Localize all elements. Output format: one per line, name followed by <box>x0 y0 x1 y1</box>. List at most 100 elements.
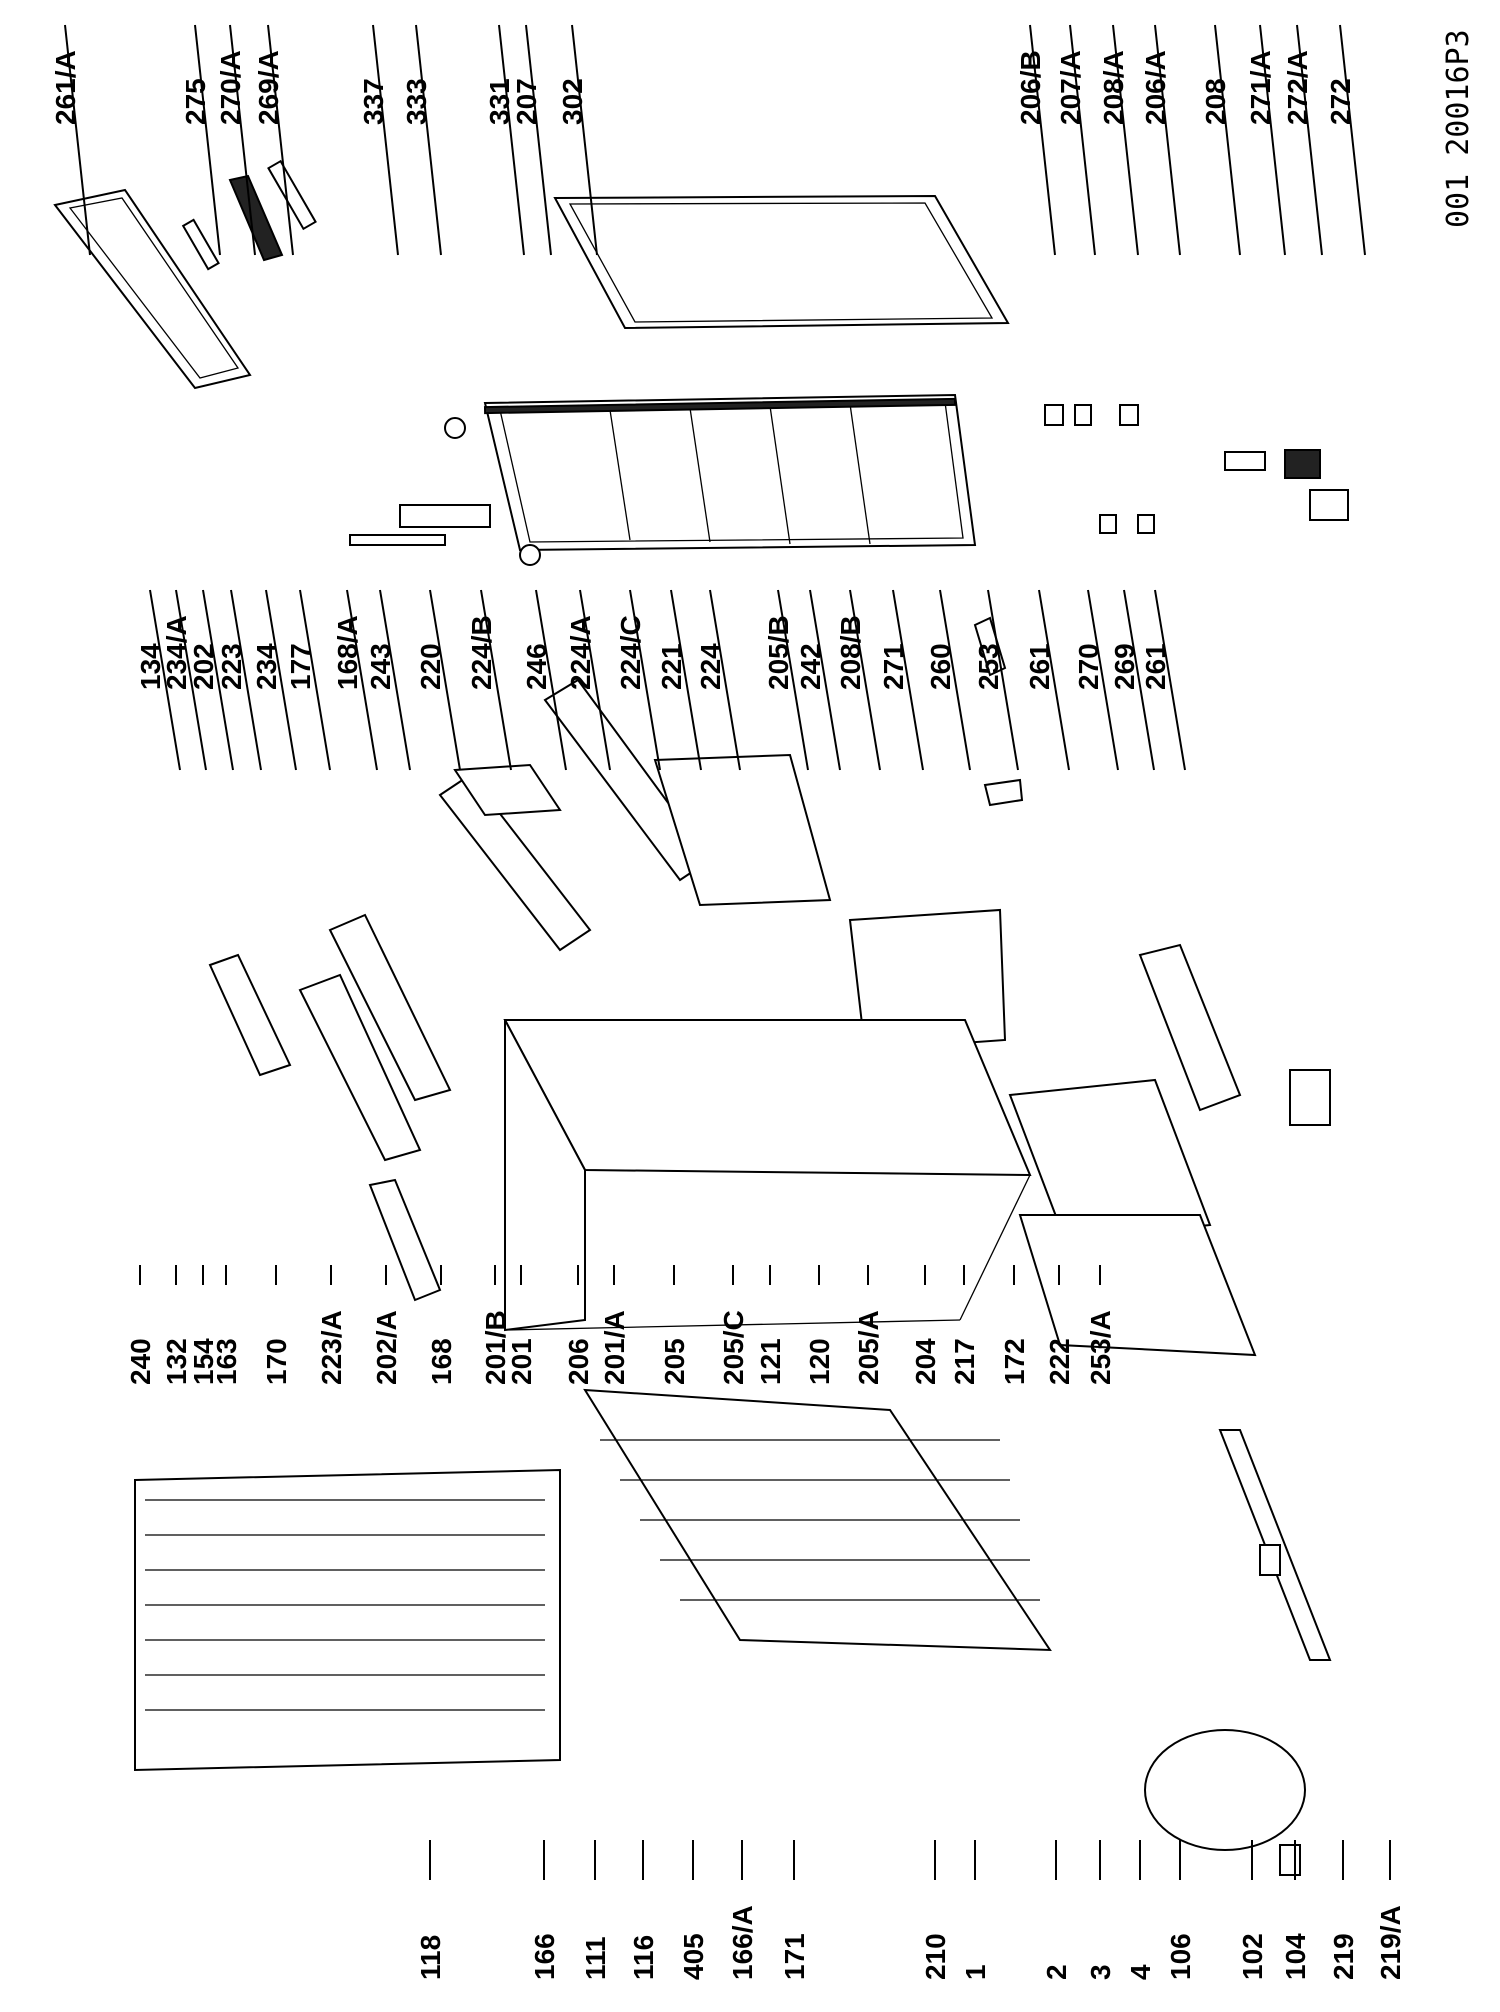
basket-parts <box>1008 943 1331 1357</box>
part-label: 177 <box>285 643 316 690</box>
leader-line <box>579 589 611 771</box>
leader-line <box>149 589 181 771</box>
leader-line <box>480 589 512 771</box>
leader-line <box>379 589 411 771</box>
part-label: 206/B <box>1015 50 1046 125</box>
drawing-code: 001 20016P3 <box>1441 29 1476 228</box>
part-label: 132 <box>161 1338 192 1385</box>
leader-line <box>194 24 221 256</box>
part-label: 208/A <box>1098 50 1129 125</box>
part-label: 163 <box>211 1338 242 1385</box>
part-label: 207 <box>511 78 542 125</box>
part-label: 275 <box>180 78 211 125</box>
part-label: 116 <box>628 1935 659 1980</box>
leader-line <box>1029 24 1056 256</box>
leader-line <box>535 589 567 771</box>
leader-line <box>939 589 971 771</box>
part-label: 234 <box>251 643 282 690</box>
part-label: 224 <box>695 643 726 690</box>
leader-line <box>525 24 552 256</box>
leader-line <box>267 24 294 256</box>
part-label: 242 <box>795 643 826 690</box>
leader-line <box>670 589 702 771</box>
part-label: 121 <box>755 1338 786 1385</box>
part-label: 217 <box>949 1338 980 1385</box>
drawer-front-part <box>53 159 317 390</box>
part-label: 405 <box>678 1933 709 1980</box>
leader-line <box>1112 24 1139 256</box>
part-label: 208 <box>1200 78 1231 125</box>
part-label: 207/A <box>1055 50 1086 125</box>
part-label: 120 <box>804 1338 835 1385</box>
part-label: 106 <box>1165 1933 1196 1980</box>
part-label: 333 <box>401 78 432 125</box>
part-label: 222 <box>1044 1338 1075 1385</box>
part-label: 202 <box>188 643 219 690</box>
part-label: 102 <box>1237 1933 1268 1980</box>
leader-line <box>1154 24 1181 256</box>
leader-line <box>1069 24 1096 256</box>
part-label: 168 <box>426 1338 457 1385</box>
part-label: 201/B <box>480 1310 511 1385</box>
leader-line <box>372 24 399 256</box>
leader-line <box>571 24 598 256</box>
hinge-parts <box>1044 404 1349 534</box>
wire-shelves-part <box>583 1388 1052 1652</box>
leader-line <box>709 589 741 771</box>
leader-line <box>777 589 809 771</box>
kickplate-and-compressor <box>1144 1429 1332 1876</box>
leader-line <box>892 589 924 771</box>
part-label: 337 <box>358 78 389 125</box>
part-label: 261 <box>1140 643 1171 690</box>
evaporator-part <box>134 1468 561 1772</box>
leader-line <box>202 589 234 771</box>
part-label: 260 <box>925 643 956 690</box>
part-label: 170 <box>261 1338 292 1385</box>
part-label: 223/A <box>316 1310 347 1385</box>
part-label: 166 <box>529 1933 560 1980</box>
leader-line <box>299 589 331 771</box>
inner-door-part <box>483 393 977 552</box>
part-label: 272 <box>1325 78 1356 125</box>
part-label: 201 <box>506 1338 537 1385</box>
part-label: 272/A <box>1282 50 1313 125</box>
part-label: 223 <box>216 643 247 690</box>
leader-line <box>415 24 442 256</box>
part-label: 270/A <box>215 50 246 125</box>
leader-line <box>1087 589 1119 771</box>
leader-line <box>1296 24 1323 256</box>
part-label: 261 <box>1024 643 1055 690</box>
shelf-parts <box>438 616 1024 1052</box>
leader-line <box>987 589 1019 771</box>
leader-line <box>64 24 91 256</box>
part-label: 219/A <box>1375 1905 1406 1980</box>
part-label: 219 <box>1328 1933 1359 1980</box>
cabinet-body <box>503 1019 1032 1332</box>
outer-door-part <box>553 194 1010 330</box>
part-label: 271 <box>878 643 909 690</box>
bushing-part <box>444 417 466 439</box>
part-label: 240 <box>125 1338 156 1385</box>
leader-line <box>1259 24 1286 256</box>
part-label: 4 <box>1125 1964 1156 1980</box>
leader-line <box>1123 589 1155 771</box>
part-label: 270 <box>1073 643 1104 690</box>
rack-parts <box>453 763 562 817</box>
part-label: 206 <box>563 1338 594 1385</box>
part-label: 220 <box>415 643 446 690</box>
leader-line <box>498 24 525 256</box>
part-label: 154 <box>188 1338 219 1385</box>
leader-line <box>1038 589 1070 771</box>
part-label: 210 <box>920 1933 951 1980</box>
part-label: 206/A <box>1140 50 1171 125</box>
control-panel-parts <box>208 913 452 1302</box>
leader-line <box>265 589 297 771</box>
part-label: 269/A <box>253 50 284 125</box>
part-label: 253/A <box>1085 1310 1116 1385</box>
part-label: 205/C <box>718 1310 749 1385</box>
leader-line <box>229 24 256 256</box>
